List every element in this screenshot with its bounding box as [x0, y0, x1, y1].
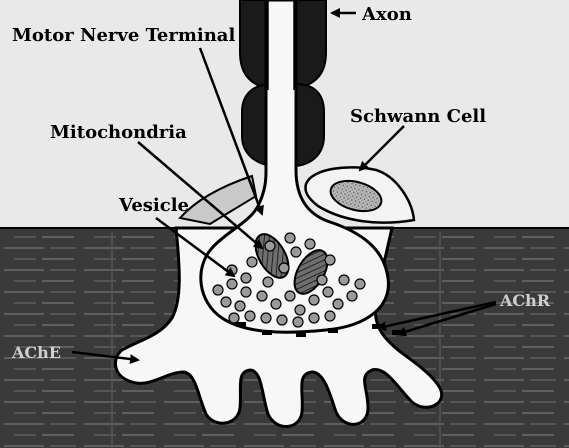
motor-nerve-terminal-pointer [198, 47, 264, 216]
schwann-cell-cap-left [178, 174, 258, 226]
motor-nerve-terminal [199, 0, 390, 334]
ache-pointer [71, 350, 140, 365]
motor-nerve-terminal-label: Motor Nerve Terminal [12, 25, 235, 46]
achr-pointer-1 [376, 300, 497, 332]
mitochondria-label: Mitochondria [50, 122, 187, 143]
achr-pointer-2 [396, 302, 497, 337]
axon-label: Axon [361, 4, 412, 25]
schwann-cell-nucleus [329, 179, 383, 213]
ache-label: AChE [11, 343, 61, 362]
schwann-cell-label: Schwann Cell [350, 106, 486, 127]
achr-label: AChR [499, 291, 551, 310]
mitochondria-pointer [137, 141, 264, 250]
vesicle-pointer [155, 216, 236, 278]
schwann-cell-pointer [358, 125, 405, 172]
vesicle-label: Vesicle [118, 195, 189, 216]
